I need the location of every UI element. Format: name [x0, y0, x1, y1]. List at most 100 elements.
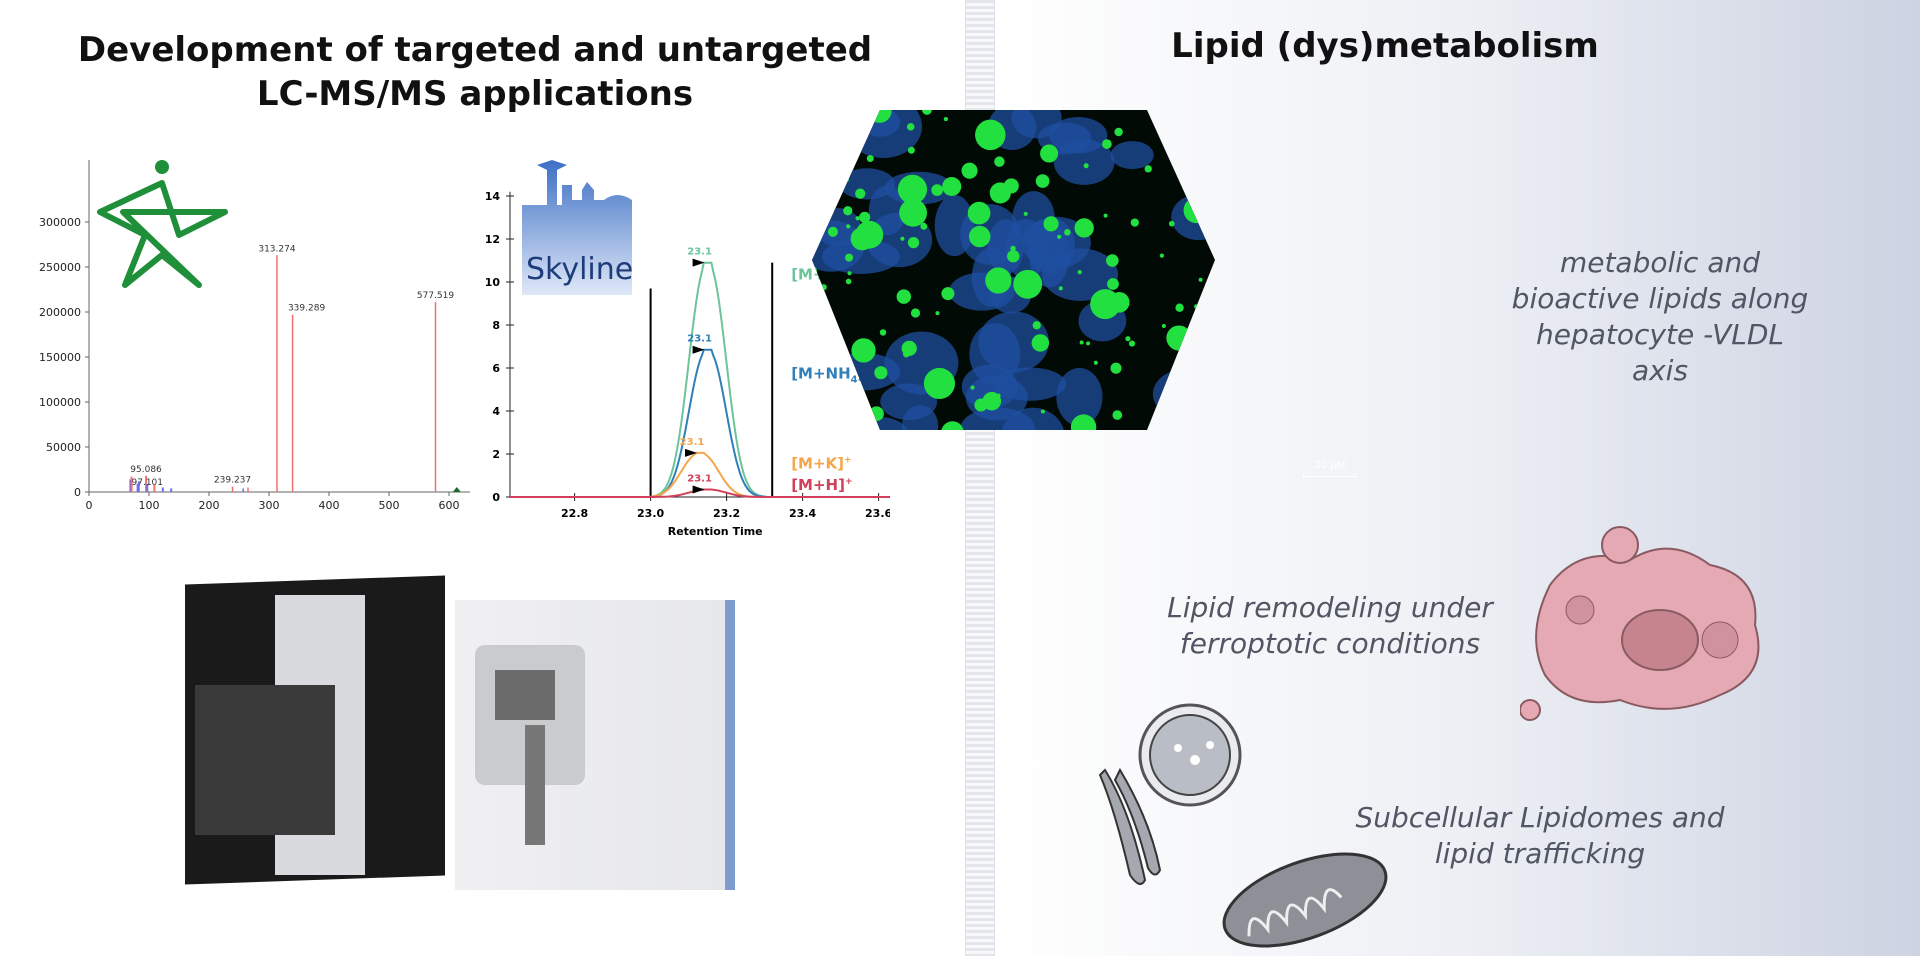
x-tick-label: 500: [379, 499, 400, 512]
caption1-line3: hepatocyte -VLDL axis: [1536, 318, 1784, 387]
lipid-droplet: [1064, 229, 1071, 236]
lipid-droplet: [1110, 362, 1122, 374]
lipid-droplet: [896, 289, 912, 304]
apex-marker: [692, 345, 705, 354]
lipid-droplet: [996, 393, 1001, 398]
y-tick-label: 14: [485, 190, 501, 203]
series-line-h: [510, 488, 890, 498]
apex-marker: [685, 448, 697, 457]
caption1-line2: bioactive lipids along: [1511, 282, 1809, 315]
lipid-droplet: [907, 237, 920, 249]
caption-ferroptosis: Lipid remodeling under ferroptotic condi…: [1160, 590, 1500, 662]
nucleus: [1000, 407, 1065, 430]
x-axis-label: Retention Time: [668, 525, 763, 538]
x-tick-label: 400: [319, 499, 340, 512]
lipid-droplet: [1035, 174, 1050, 188]
lipid-droplet: [829, 189, 841, 201]
lipid-droplet: [900, 236, 905, 241]
lipid-droplet: [1010, 245, 1016, 252]
lipid-droplet: [1083, 163, 1089, 169]
lipid-droplet: [866, 155, 874, 163]
x-tick-label: 600: [439, 499, 460, 512]
scale-bar-line: [1303, 473, 1357, 477]
apex-label: 23.1: [680, 437, 705, 448]
lipid-droplet: [1168, 220, 1175, 227]
lipid-droplet: [847, 271, 852, 276]
apex-marker: [692, 258, 705, 267]
lipid-droplet: [1183, 197, 1210, 224]
lipid-droplet: [816, 167, 823, 174]
x-tick-label: 23.6: [865, 507, 890, 520]
lipid-droplet: [989, 182, 1011, 204]
x-tick-label: 23.4: [789, 507, 816, 520]
y-tick-label: 50000: [46, 441, 81, 454]
lipid-droplet: [961, 162, 978, 179]
lipid-droplet: [1198, 277, 1203, 282]
peak-label: 95.086: [130, 465, 162, 475]
lipid-droplet: [1023, 211, 1028, 216]
lipid-droplet: [859, 211, 871, 223]
x-tick-label: 300: [259, 499, 280, 512]
lipid-droplet: [1101, 139, 1112, 149]
lipid-droplet: [874, 366, 888, 380]
lipid-droplet: [827, 226, 839, 237]
lipid-droplet: [922, 110, 932, 115]
lipid-droplet: [899, 198, 928, 227]
lipid-droplet: [855, 216, 860, 221]
skyline-logo: Skyline: [522, 160, 633, 295]
lipid-droplet: [1079, 340, 1084, 345]
lipid-droplet: [1031, 334, 1050, 352]
lipid-droplet: [869, 406, 884, 422]
lc-door: [195, 685, 335, 835]
ion-source-arm: [525, 725, 545, 845]
lipid-droplet: [1040, 409, 1045, 414]
lipid-droplet: [845, 278, 852, 285]
apex-label: 23.1: [687, 334, 712, 345]
lipid-droplet: [1172, 140, 1181, 149]
peak-label: 577.519: [417, 291, 454, 301]
lipid-droplet: [1159, 253, 1164, 258]
lipid-droplet: [901, 340, 917, 357]
nucleus: [1056, 368, 1103, 426]
lipid-droplet: [1070, 414, 1097, 430]
lipid-droplet: [985, 267, 1012, 294]
lipid-droplet: [1043, 216, 1059, 232]
y-tick-label: 0: [492, 491, 500, 504]
lipid-droplet: [1210, 325, 1215, 330]
nucleus: [901, 405, 939, 430]
title-line-1: Development of targeted and untargeted: [77, 30, 873, 70]
lipid-droplet: [941, 421, 964, 430]
lipid-droplet: [1106, 254, 1119, 267]
apex-label: 23.1: [687, 247, 712, 258]
lipid-droplet: [1077, 270, 1082, 275]
lipid-droplet: [1194, 304, 1199, 309]
nucleus: [1110, 141, 1154, 170]
lipid-droplet: [1040, 144, 1059, 163]
skyline-city-icon: [522, 160, 632, 295]
lipid-droplet: [967, 201, 991, 225]
caption3-line1: Subcellular Lipidomes and: [1355, 801, 1725, 834]
scale-bar: 20 µM: [1290, 460, 1370, 477]
lipid-droplet: [1167, 418, 1176, 427]
lipid-droplet: [1013, 269, 1043, 299]
y-tick-label: 4: [492, 405, 500, 418]
lipid-droplet: [1086, 341, 1091, 346]
lipid-droplet: [855, 220, 884, 249]
lipid-droplet: [1114, 127, 1123, 137]
lipid-droplet: [855, 188, 866, 199]
y-tick-label: 250000: [39, 261, 81, 274]
lipid-droplet: [879, 329, 887, 336]
caption2-line1: Lipid remodeling under: [1167, 591, 1493, 624]
caption2-line2: ferroptotic conditions: [1179, 627, 1481, 660]
lipid-droplet: [1108, 292, 1130, 313]
lipid-droplet: [1007, 249, 1020, 263]
confocal-microscopy-image: [812, 110, 1215, 430]
caption1-line1: metabolic and: [1559, 246, 1761, 279]
x-tick-label: 22.8: [561, 507, 588, 520]
lipid-droplet: [931, 184, 943, 196]
lipid-droplet: [841, 158, 852, 170]
mitochondrion-icon: [1222, 852, 1388, 948]
lipid-droplet: [941, 287, 955, 301]
y-tick-label: 2: [492, 448, 500, 461]
